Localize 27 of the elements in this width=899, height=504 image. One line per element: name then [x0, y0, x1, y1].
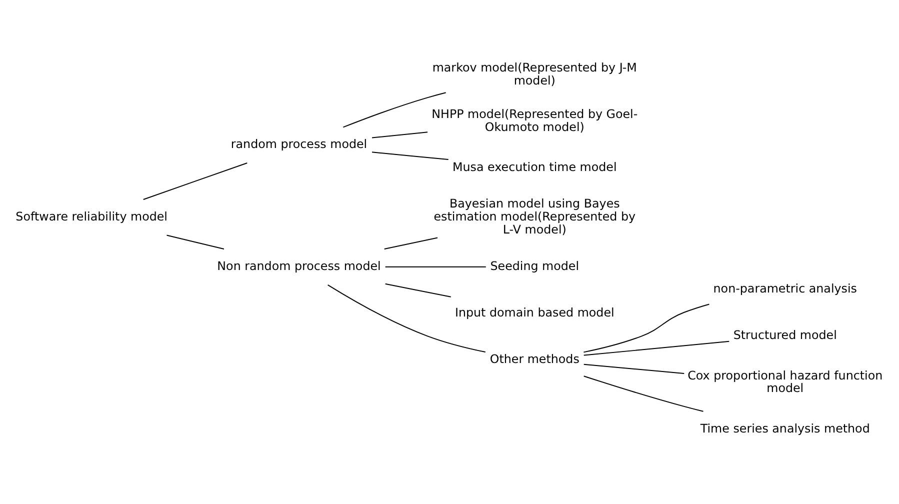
- connector: [142, 162, 248, 200]
- connector: [327, 284, 486, 352]
- node-text: random process model: [230, 137, 368, 152]
- connector: [384, 237, 438, 250]
- connector: [583, 340, 730, 356]
- connector: [342, 92, 446, 128]
- node-text: Cox proportional hazard function model: [688, 368, 883, 396]
- node-text: Non random process model: [217, 258, 381, 273]
- connector: [384, 283, 452, 298]
- node-text: markov model(Represented by J-M model): [432, 60, 637, 88]
- connector: [583, 364, 685, 374]
- node-text: Other methods: [490, 352, 580, 366]
- node-text: Software reliability model: [16, 209, 168, 224]
- node-text: Seeding model: [490, 258, 580, 273]
- node-text: Bayesian model using Bayes estimation model(Represented by L-V model): [434, 196, 636, 236]
- node-text: non-parametric analysis: [713, 282, 857, 296]
- node-text: NHPP model(Represented by Goel-Okumoto model): [432, 106, 638, 134]
- node-text: Musa execution time model: [452, 160, 617, 174]
- connector: [166, 234, 224, 250]
- connector: [583, 304, 710, 353]
- node-text: Input domain based model: [454, 305, 614, 320]
- connector: [372, 132, 428, 138]
- node-text: Structured model: [733, 328, 837, 342]
- connector: [583, 376, 704, 412]
- connector: [384, 266, 486, 268]
- connector: [372, 152, 449, 160]
- node-text: Time series analysis method: [700, 421, 870, 436]
